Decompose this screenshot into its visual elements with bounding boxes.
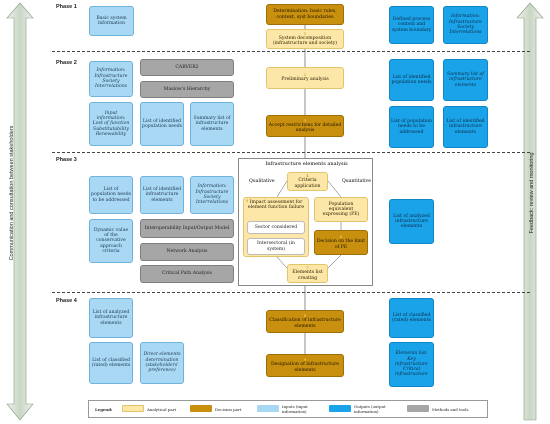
input-information-box: Input information: Lost of function Subs… bbox=[89, 102, 133, 146]
left-double-arrow bbox=[6, 2, 34, 421]
dynamic-value-criteria-box: Dynamic value of the conservative approa… bbox=[89, 219, 133, 263]
step-number: 5 bbox=[246, 199, 249, 203]
information-interrelations-box: Information: Infrastructure Society Inte… bbox=[190, 176, 234, 214]
classification-box: 8 Classification of infrastructure eleme… bbox=[266, 310, 344, 333]
intersectoral-box: Intersectoral (in system) bbox=[247, 238, 305, 255]
qualitative-label: Qualitative bbox=[249, 179, 275, 184]
phase-4-label: Phase 4 bbox=[56, 298, 77, 304]
list-identified-infrastructure-box: List of identified infrastructure elemen… bbox=[140, 176, 184, 214]
elements-list-creating-box: 7 Elements list creating bbox=[287, 264, 328, 283]
information-interrelations-box: Information: Infrastructure Society Inte… bbox=[443, 6, 488, 44]
criteria-application-box: 4 Criteria application bbox=[287, 172, 328, 191]
legend-title: Legend: bbox=[95, 407, 113, 412]
step-number: 6 bbox=[339, 235, 343, 240]
interoperability-model-method-box: Interoperability Input/Output Model bbox=[140, 219, 234, 238]
list-analyzed-infrastructure-box: List of analyzed infrastructure elements bbox=[89, 298, 133, 338]
designation-box: 9 Designation of infrastructure elements bbox=[266, 354, 344, 377]
determination-box: Determination: basic rules, context, sys… bbox=[266, 4, 344, 25]
legend-methods-label: Methods and tools bbox=[432, 407, 469, 412]
step-number: 9 bbox=[303, 358, 307, 363]
classification-label: Classification of infrastructure element… bbox=[269, 318, 341, 329]
population-equivalent-box: Population equivalent expressing (PE) bbox=[314, 197, 368, 222]
basic-system-information-box: Basic system information bbox=[89, 6, 134, 36]
legend: Legend: Analytical part Decision part In… bbox=[88, 400, 488, 418]
legend-outputs-label: Outputs (output information) bbox=[354, 404, 386, 414]
panel-title: Infrastructure elements analysis bbox=[265, 161, 348, 167]
quantitative-label: Quantitative bbox=[342, 179, 371, 184]
output-classified-elements-box: List of classified (rated) elements bbox=[389, 298, 434, 338]
carver2-method-box: CARVER2 bbox=[140, 59, 234, 76]
legend-swatch-outputs bbox=[329, 405, 351, 412]
criteria-application-label: Criteria application bbox=[294, 178, 321, 189]
phase-divider bbox=[52, 152, 530, 153]
elements-list-creating-label: Elements list creating bbox=[292, 270, 323, 281]
system-decomposition-label: System decomposition (infrastructure and… bbox=[272, 35, 338, 47]
direct-elements-determination-box: Direct elements determination (stakehold… bbox=[140, 342, 184, 384]
phase-divider bbox=[52, 292, 530, 293]
output-analyzed-infrastructure-box: List of analyzed infrastructure elements bbox=[389, 199, 434, 244]
step-number: 1 bbox=[303, 31, 307, 36]
network-analysis-method-box: Network Analysis bbox=[140, 243, 234, 261]
legend-decision-label: Decision part bbox=[215, 407, 242, 412]
phase-3-label: Phase 3 bbox=[56, 157, 77, 163]
phase-divider bbox=[52, 51, 530, 52]
phase-2-label: Phase 2 bbox=[56, 60, 77, 66]
defined-process-box: Defined process context and system bound… bbox=[389, 6, 434, 44]
step-number: 3 bbox=[303, 118, 307, 123]
output-identified-infrastructure-box: List of identified infrastructure elemen… bbox=[443, 106, 488, 148]
phase-1-label: Phase 1 bbox=[56, 4, 77, 10]
right-up-arrow bbox=[516, 2, 544, 421]
side-label-right: Feedback: review and monitoring bbox=[529, 152, 535, 234]
decision-pe-limit-label: Decision on the limit of PE bbox=[316, 239, 366, 250]
list-identified-population-needs-box: List of identified population needs bbox=[140, 102, 184, 146]
step-number: 7 bbox=[306, 266, 309, 271]
designation-label: Designation of infrastructure elements bbox=[270, 362, 339, 373]
output-population-needs-addressed-box: List of population needs to be addressed bbox=[389, 106, 434, 148]
panel-connectors bbox=[276, 180, 342, 269]
step-number: 8 bbox=[303, 314, 307, 319]
legend-swatch-decision bbox=[190, 405, 212, 412]
impact-assessment-label: Impact assessment for element function f… bbox=[247, 200, 305, 211]
sector-considered-box: Sector considered bbox=[247, 221, 305, 234]
summary-list-infrastructure-box: Summary list of infrastructure elements bbox=[190, 102, 234, 146]
output-list-population-needs-box: List of identified population needs bbox=[389, 59, 434, 101]
decision-pe-limit-box: 6 Decision on the limit of PE bbox=[314, 230, 368, 255]
step-number: 2 bbox=[303, 73, 307, 78]
list-population-needs-addressed-box: List of population needs to be addressed bbox=[89, 176, 133, 214]
output-elements-list-box: Elements list: Key infrastructure Critic… bbox=[389, 342, 434, 387]
accept-restrictions-box: 3 Accept restrictions for detailed analy… bbox=[266, 115, 344, 137]
preliminary-analysis-label: Preliminary analysis bbox=[281, 77, 329, 83]
legend-swatch-methods bbox=[407, 405, 429, 412]
legend-swatch-inputs bbox=[257, 405, 279, 412]
accept-restrictions-label: Accept restrictions for detailed analysi… bbox=[268, 122, 342, 134]
critical-path-analysis-method-box: Critical Path Analysis bbox=[140, 265, 234, 283]
legend-inputs-label: Inputs (input information) bbox=[282, 404, 308, 414]
legend-analytical-label: Analytical part bbox=[147, 407, 177, 412]
information-interrelations-box: Information: Infrastructure Society Inte… bbox=[89, 61, 133, 97]
system-decomposition-box: 1 System decomposition (infrastructure a… bbox=[266, 29, 344, 49]
step-number: 4 bbox=[306, 174, 309, 179]
maslow-hierarchy-method-box: Maslow's Hierarchy bbox=[140, 81, 234, 98]
preliminary-analysis-box: 2 Preliminary analysis bbox=[266, 67, 344, 89]
side-label-left: Communication and consultation between s… bbox=[9, 125, 15, 261]
legend-swatch-analytical bbox=[122, 405, 144, 412]
list-classified-elements-box: List of classified (rated) elements bbox=[89, 342, 133, 384]
output-summary-infrastructure-box: Summary list of infrastructure elements bbox=[443, 59, 488, 101]
